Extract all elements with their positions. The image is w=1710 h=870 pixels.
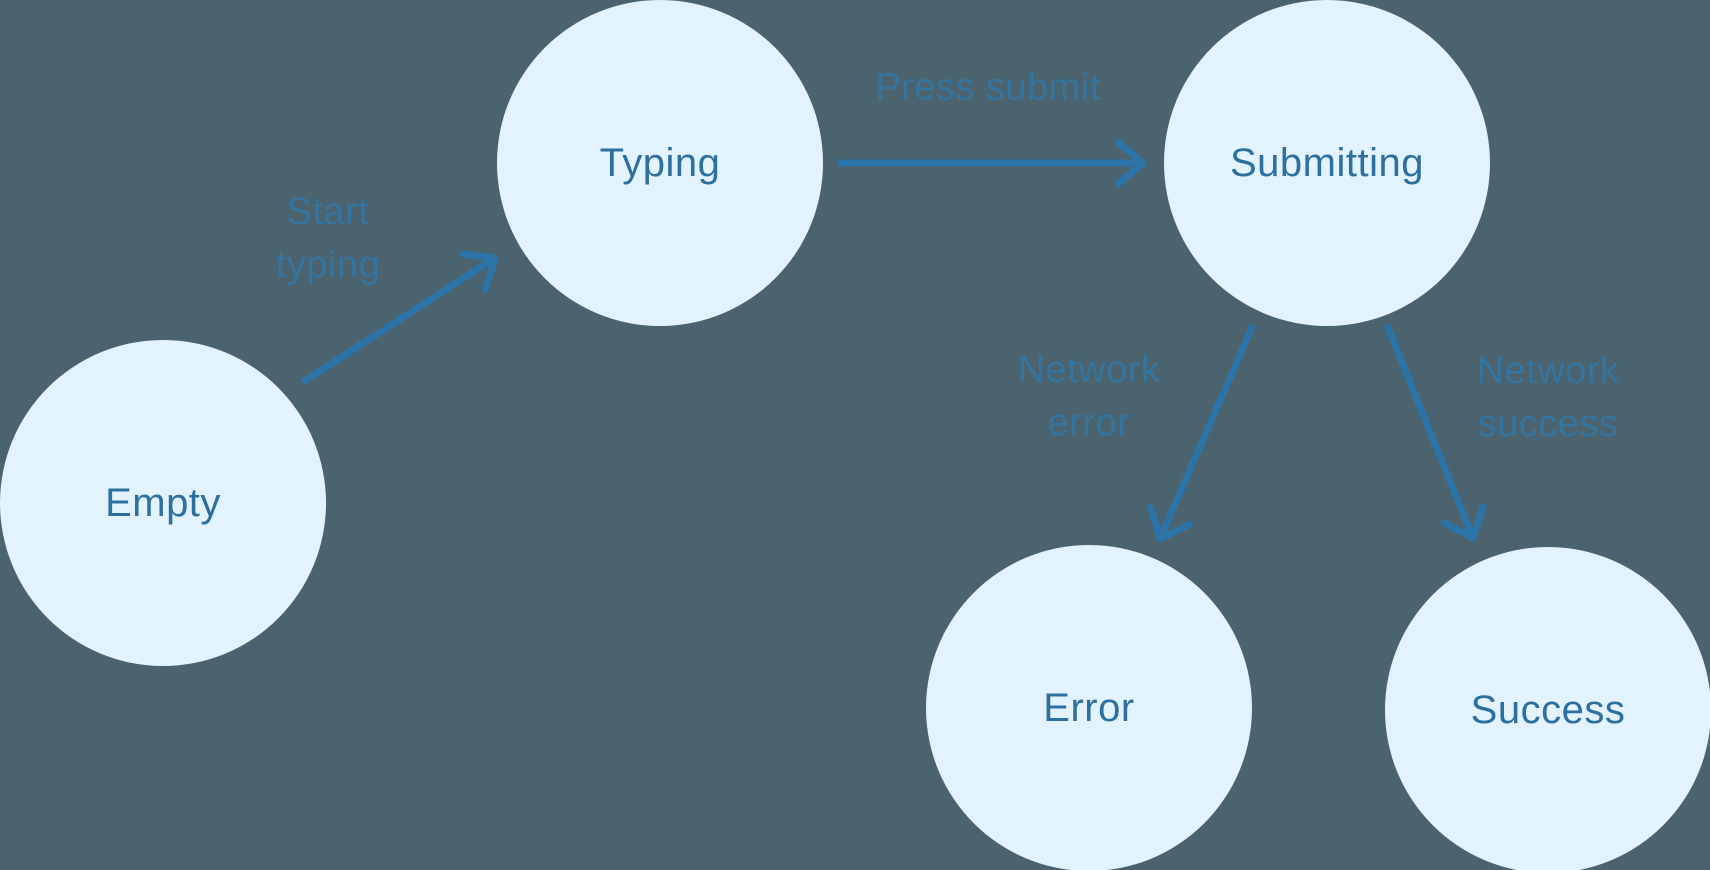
transition-arrow-start-typing [301,250,499,385]
state-label-success: Success [1470,687,1626,732]
state-label-empty: Empty [105,480,221,525]
transition-label-press-submit: Press submit [875,66,1101,109]
transition-arrow-network-success [1383,323,1487,542]
state-label-typing: Typing [599,140,721,185]
transition-arrow-network-error [1147,323,1257,543]
state-node-typing: Typing [497,0,823,326]
state-label-submitting: Submitting [1230,140,1424,185]
state-node-empty: Empty [0,340,326,666]
transition-label-network-success: Network success [1476,350,1620,445]
transition-label-start-typing: Start typing [275,191,381,286]
state-node-success: Success [1385,547,1710,870]
state-node-submitting: Submitting [1164,0,1490,326]
state-label-error: Error [1043,685,1135,730]
state-node-error: Error [926,545,1252,870]
transition-label-network-error: Network error [1017,349,1161,444]
transition-arrow-press-submit [837,138,1147,188]
